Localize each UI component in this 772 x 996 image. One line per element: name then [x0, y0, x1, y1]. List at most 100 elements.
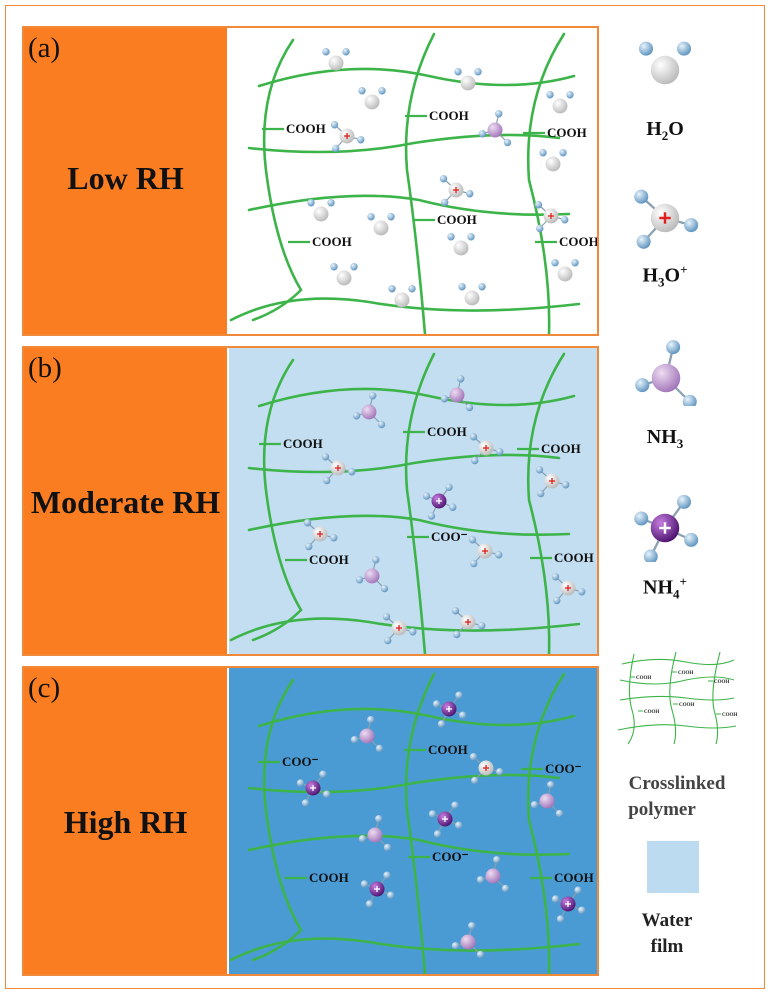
cooh-label: COOH	[283, 436, 323, 451]
nh3-molecule	[350, 716, 384, 753]
h3o-molecule	[439, 175, 474, 207]
cooh-label: COOH	[427, 424, 467, 439]
h2o-molecule	[638, 41, 692, 85]
panel-b: (b) Moderate RH COOH COOH COOH COOH COO⁻ COOH	[22, 346, 599, 656]
coo-minus-label: COO⁻	[545, 761, 582, 776]
nh3-molecule	[478, 110, 512, 147]
nh4-molecule	[551, 886, 586, 923]
polymer-network	[229, 32, 581, 334]
h3o-molecule	[469, 753, 504, 785]
panel-c: (c) High RH COO⁻ COOH COO⁻ COOH COO⁻ COOH	[22, 666, 599, 976]
h3o-molecule	[321, 453, 356, 485]
crosslinked-label-line-2: polymer	[628, 799, 696, 820]
h3o-molecule	[382, 613, 417, 645]
coo-minus-label: COO⁻	[431, 529, 468, 544]
panel-c-side: (c) High RH	[24, 668, 227, 974]
h2o-molecule	[447, 233, 475, 256]
cooh-label: COOH	[554, 550, 594, 565]
mini-cooh-label: COOH	[722, 713, 737, 718]
cooh-label: COOH	[559, 234, 597, 249]
nh3-molecule	[352, 392, 386, 429]
cooh-label: COOH	[541, 441, 581, 456]
h3o-ion-icon	[634, 189, 699, 249]
h3o-molecule	[535, 466, 570, 498]
panel-a: (a) Low RH COOH COOH COOH COOH COOH COOH	[22, 26, 599, 336]
polymer-network	[229, 352, 581, 654]
nh3-molecule	[635, 340, 697, 406]
h2o-molecule	[388, 285, 416, 308]
nh3-molecule	[530, 781, 564, 818]
mini-cooh-label: COOH	[644, 710, 659, 715]
h3o-molecule	[303, 519, 338, 551]
nh4-ion-icon	[634, 494, 699, 562]
panel-b-label: Moderate RH	[30, 484, 221, 520]
nh3-molecule	[451, 922, 485, 959]
mini-cooh-label: COOH	[679, 703, 694, 708]
h2o-molecule	[454, 68, 482, 91]
coo-minus-label: COO⁻	[432, 849, 469, 864]
cooh-label: COOH	[286, 121, 326, 136]
nh3-molecule	[358, 815, 392, 852]
nh3-molecule-icon	[635, 340, 697, 406]
h2o-molecule	[458, 283, 486, 306]
h2o-molecule	[551, 259, 579, 282]
nh4-molecule	[432, 691, 467, 728]
cooh-label: COOH	[437, 212, 477, 227]
h3o-label: H3O+	[642, 262, 688, 290]
h2o-molecule	[546, 91, 574, 114]
h2o-molecule	[367, 213, 395, 236]
nh4-molecule	[296, 770, 331, 807]
nh3-molecule	[355, 556, 389, 593]
h2o-molecule-icon	[638, 41, 692, 85]
cooh-label: COOH	[309, 870, 349, 885]
mini-cooh-label: COOH	[636, 676, 651, 681]
panel-a-label: Low RH	[67, 160, 184, 196]
cooh-label: COOH	[547, 125, 587, 140]
water-label-line-1: Water	[641, 910, 693, 931]
crosslinked-polymer-icon: COOH COOH COOH COOH COOH COOH	[617, 651, 737, 745]
panel-a-letter: (a)	[28, 32, 61, 64]
panel-a-diagram: COOH COOH COOH COOH COOH COOH	[229, 28, 597, 334]
h3o-molecule	[468, 536, 503, 568]
cooh-label: COOH	[309, 552, 349, 567]
panel-a-side: (a) Low RH	[24, 28, 227, 334]
coo-minus-label: COO⁻	[282, 754, 319, 769]
mini-cooh-label: COOH	[714, 680, 729, 685]
nh4-molecule	[634, 494, 699, 562]
h2o-molecule	[330, 263, 358, 286]
cooh-label: COOH	[554, 870, 594, 885]
nh3-molecule	[476, 856, 510, 893]
figure-frame	[5, 5, 765, 989]
h3o-molecule	[451, 607, 486, 639]
panel-c-letter: (c)	[28, 672, 61, 704]
h3o-molecule	[551, 573, 586, 605]
mini-cooh-label: COOH	[678, 671, 693, 676]
cooh-label: COOH	[428, 742, 468, 757]
panel-c-diagram: COO⁻ COOH COO⁻ COOH COO⁻ COOH	[229, 668, 597, 974]
panel-c-label: High RH	[63, 804, 188, 840]
panel-b-diagram: COOH COOH COOH COOH COO⁻ COOH	[229, 348, 597, 654]
nh4-molecule	[360, 871, 395, 908]
h3o-molecule	[330, 121, 365, 153]
h3o-molecule	[534, 201, 569, 233]
nh4-label: NH4+	[643, 574, 687, 602]
h3o-molecule	[469, 433, 504, 465]
nh3-label: NH3	[646, 426, 684, 451]
h2o-molecule	[358, 87, 386, 110]
water-film-swatch	[647, 841, 699, 893]
h2o-label: H2O	[646, 118, 684, 143]
h2o-molecule	[307, 199, 335, 222]
polymer-network	[229, 672, 581, 974]
panel-b-side: (b) Moderate RH	[24, 348, 227, 654]
water-label-line-2: film	[650, 936, 684, 957]
nh4-molecule	[422, 483, 457, 520]
cooh-label: COOH	[312, 234, 352, 249]
nh3-molecule	[440, 375, 474, 412]
h2o-molecule	[322, 48, 350, 71]
cooh-label: COOH	[429, 108, 469, 123]
panel-b-letter: (b)	[28, 352, 62, 384]
nh4-molecule	[428, 801, 463, 838]
h3o-molecule	[634, 189, 699, 249]
crosslinked-label-line-1: Crosslinked	[628, 773, 726, 794]
h2o-molecule	[539, 149, 567, 172]
